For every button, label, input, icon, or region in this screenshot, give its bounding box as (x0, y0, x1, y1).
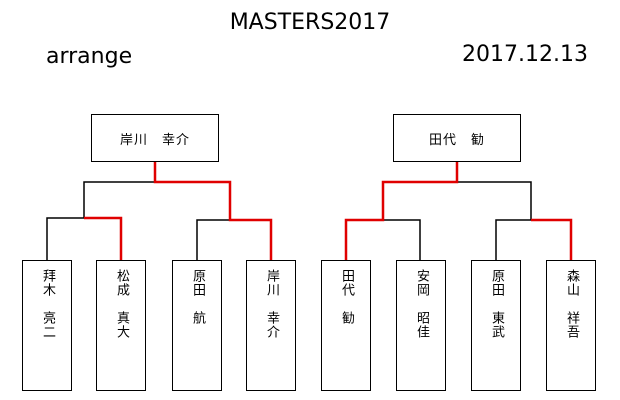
player-box: 原田 航 (172, 260, 222, 391)
player-given-name: 勧 (339, 311, 354, 325)
player-box: 松成 真大 (96, 260, 146, 391)
player-given-name: 真大 (114, 311, 129, 339)
player-box: 岸川 幸介 (246, 260, 296, 391)
player-surname: 岸川 (264, 269, 279, 297)
player-surname: 松成 (114, 269, 129, 297)
player-box: 田代 勧 (321, 260, 371, 391)
page-title: MASTERS2017 (229, 10, 391, 35)
player-box: 拜木 亮二 (22, 260, 72, 391)
bracket-line-right-inner (383, 219, 421, 260)
winner-path-right-a (344, 162, 459, 260)
player-box: 森山 祥吾 (546, 260, 596, 391)
player-box: 原田 東武 (471, 260, 521, 391)
player-box: 安岡 昭佳 (396, 260, 446, 391)
date-label: 2017.12.13 (462, 42, 588, 67)
player-surname: 森山 (564, 269, 579, 297)
player-given-name: 航 (190, 311, 205, 325)
winner-name: 岸川 幸介 (119, 132, 190, 148)
player-given-name: 亮二 (40, 311, 55, 339)
bracket-line-right-outer (457, 181, 532, 260)
player-surname: 原田 (190, 269, 205, 297)
bracket-line-left-inner (196, 219, 230, 260)
winner-name: 田代 勧 (428, 132, 485, 148)
player-given-name: 幸介 (264, 311, 279, 339)
winner-box-right: 田代 勧 (393, 114, 521, 162)
player-given-name: 東武 (489, 311, 504, 339)
player-given-name: 昭佳 (414, 311, 429, 339)
player-surname: 安岡 (414, 269, 429, 297)
winner-path-left-a (84, 216, 123, 260)
arrange-label: arrange (46, 44, 133, 69)
bracket-line-left-outer (46, 162, 156, 260)
winner-box-left: 岸川 幸介 (91, 114, 219, 162)
player-surname: 原田 (489, 269, 504, 297)
player-surname: 田代 (339, 269, 354, 297)
winner-path-right-b (531, 218, 573, 260)
player-given-name: 祥吾 (564, 311, 579, 339)
player-surname: 拜木 (40, 269, 55, 297)
winner-path-left-b (153, 162, 273, 260)
